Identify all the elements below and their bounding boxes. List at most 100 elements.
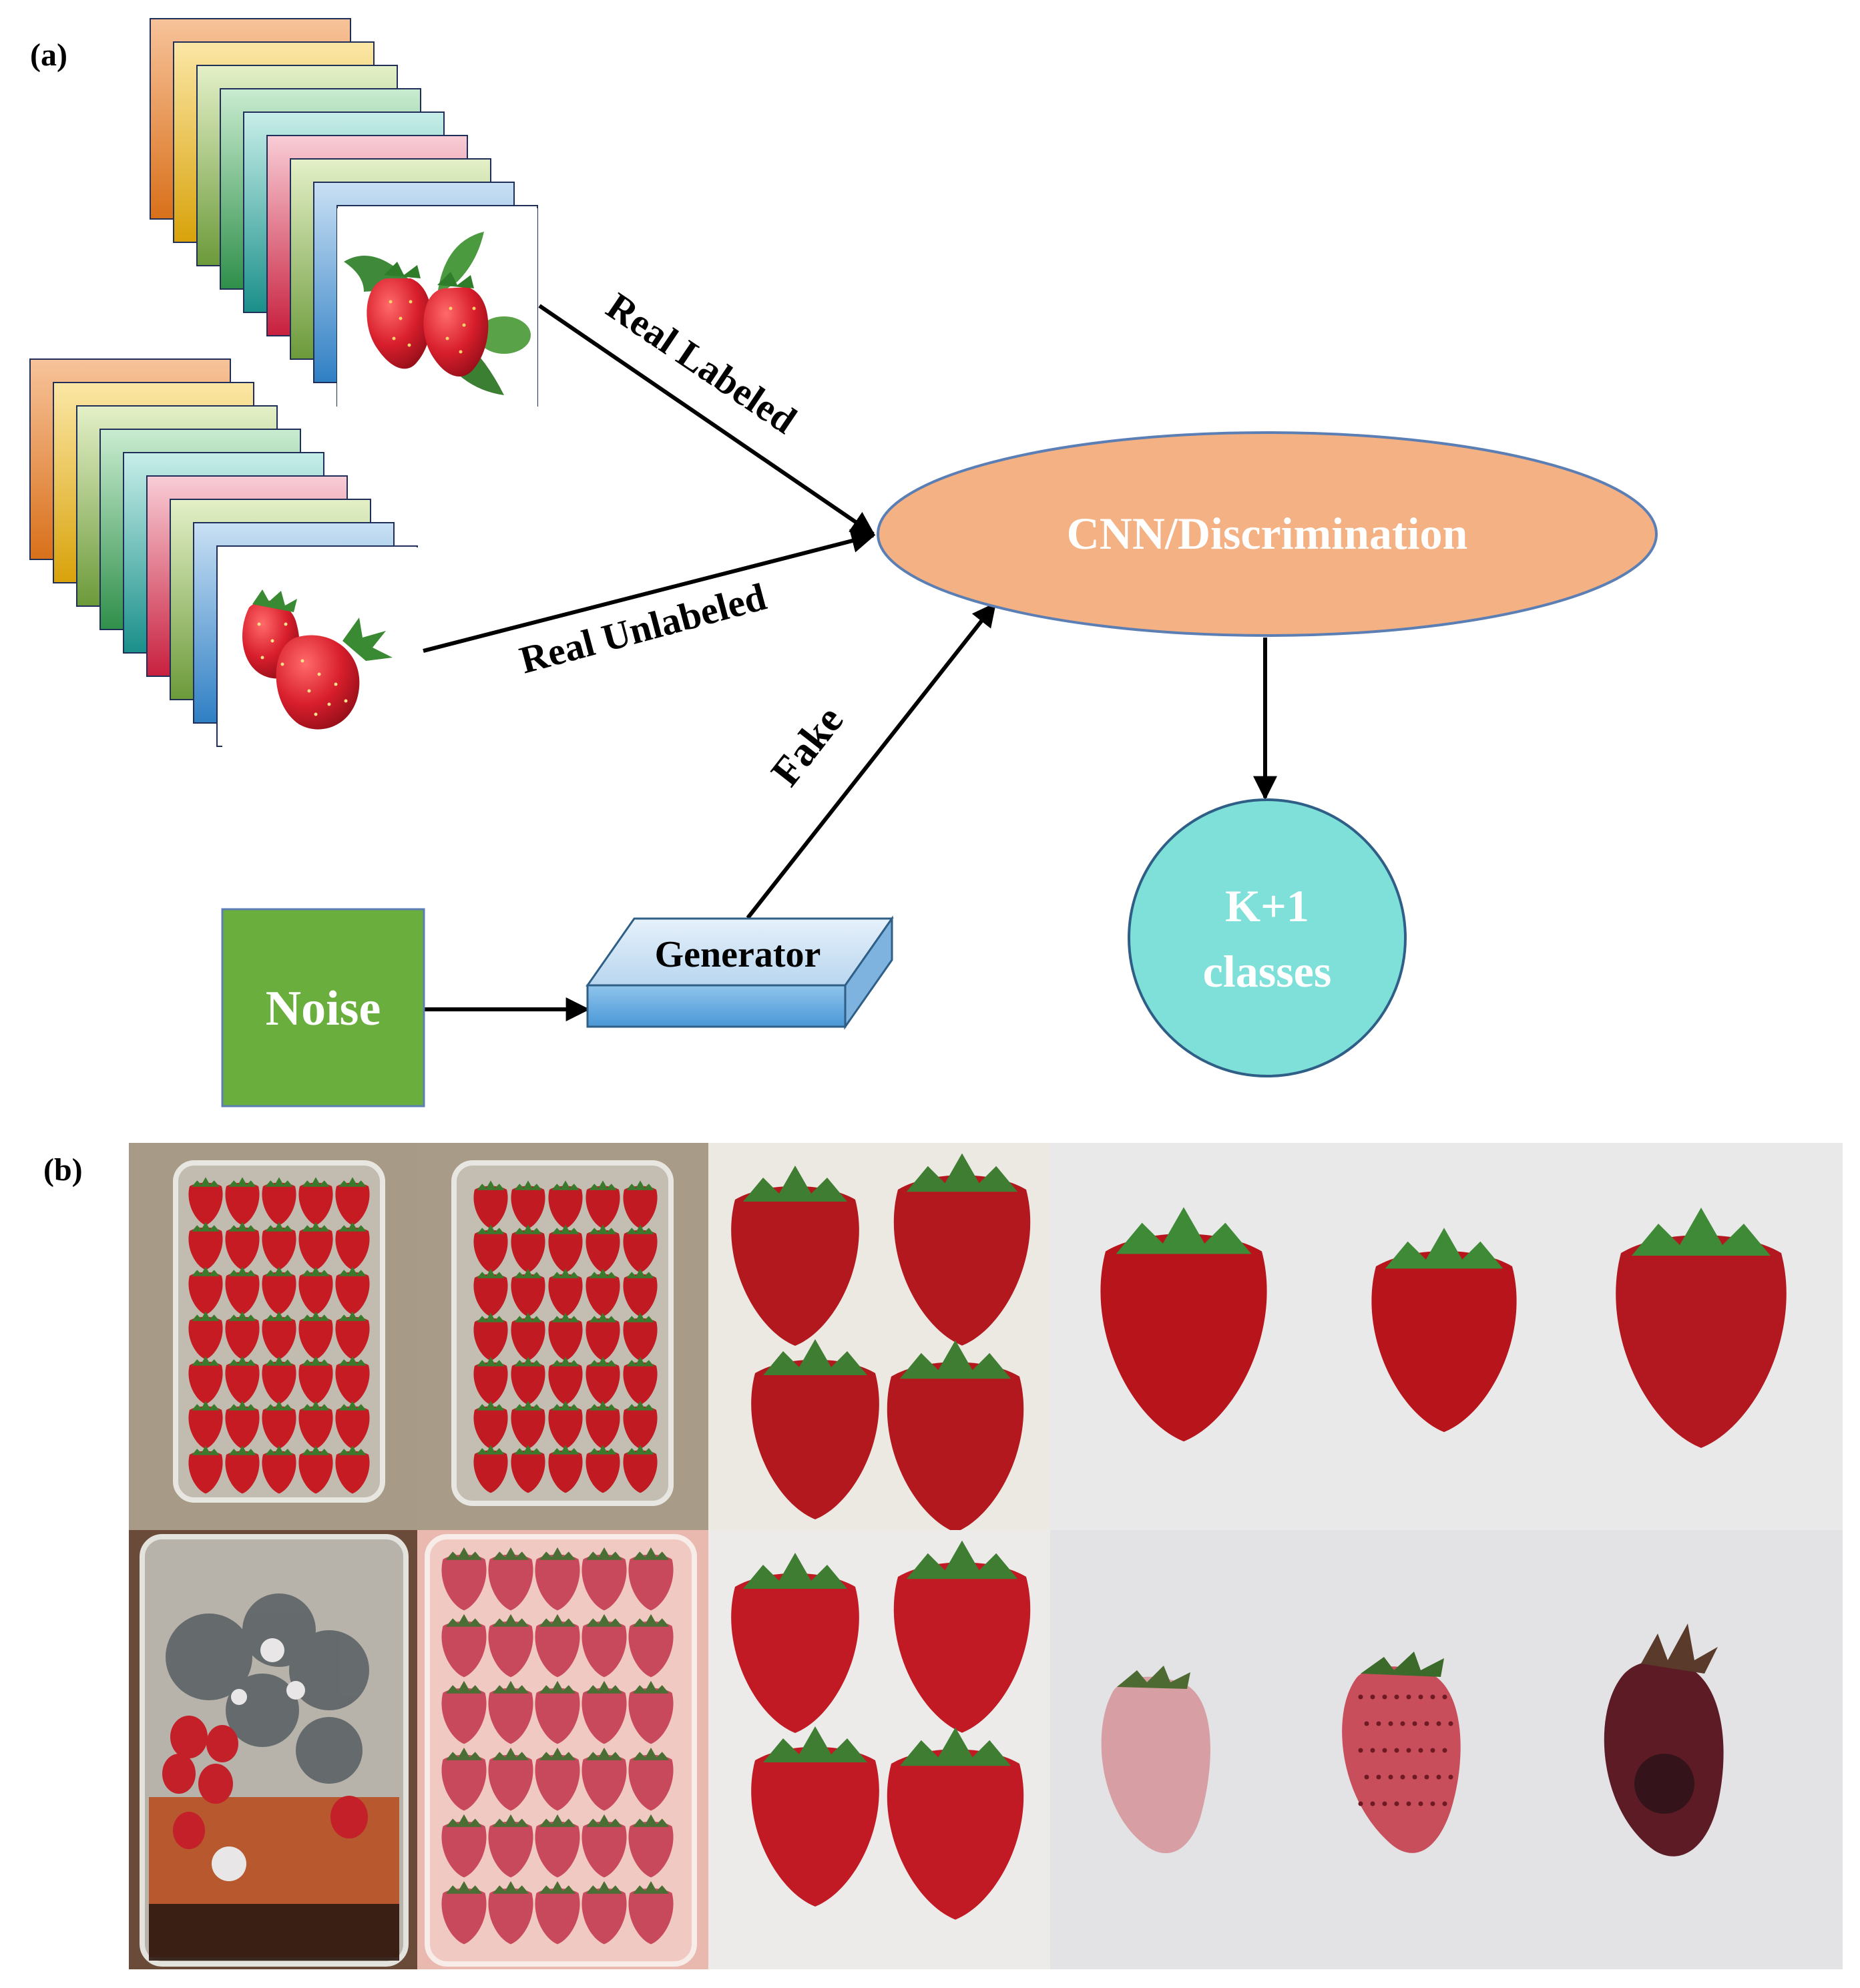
k-plus-one-label: K+1 [1225, 881, 1309, 931]
strawberry [188, 1222, 223, 1270]
strawberry [441, 1881, 487, 1945]
fresh-four-closeup-photo [708, 1143, 1050, 1530]
fresh-three-white-background-photo [1050, 1143, 1843, 1530]
strawberry [225, 1222, 260, 1270]
strawberry [188, 1266, 223, 1315]
strawberry [511, 1268, 545, 1317]
strawberry [535, 1881, 580, 1945]
strawberry [188, 1445, 223, 1494]
strawberry [262, 1222, 296, 1270]
noise-label: Noise [266, 981, 381, 1036]
strawberry [441, 1547, 487, 1611]
generator-label: Generator [655, 934, 821, 975]
strawberry [225, 1401, 260, 1449]
strawberry [623, 1268, 658, 1317]
strawberry [488, 1547, 533, 1611]
strawberry [473, 1445, 508, 1493]
strawberry [893, 1540, 1031, 1733]
strawberry [586, 1312, 620, 1361]
classes-label: classes [1203, 946, 1332, 997]
moldy-tray-photo [129, 1530, 417, 1969]
strawberry [731, 1553, 859, 1733]
strawberry [582, 1814, 627, 1878]
strawberry [535, 1814, 580, 1878]
strawberry [262, 1445, 296, 1494]
strawberry [548, 1401, 583, 1449]
generator-node [586, 915, 894, 1030]
strawberry [488, 1881, 533, 1945]
strawberry [586, 1401, 620, 1449]
strawberry [473, 1268, 508, 1317]
strawberry [1371, 1228, 1517, 1433]
aged-four-closeup-photo [708, 1530, 1050, 1969]
strawberry [225, 1356, 260, 1405]
strawberry [188, 1356, 223, 1405]
strawberry [751, 1726, 879, 1907]
strawberry [623, 1180, 658, 1229]
strawberry [893, 1153, 1031, 1346]
strawberry [473, 1224, 508, 1273]
strawberry [751, 1339, 879, 1519]
strawberry [225, 1445, 260, 1494]
strawberry [298, 1356, 333, 1405]
strawberry [628, 1814, 674, 1878]
strawberry [548, 1224, 583, 1273]
strawberry [335, 1222, 370, 1270]
strawberry [511, 1224, 545, 1273]
strawberry [586, 1180, 620, 1229]
strawberry [488, 1814, 533, 1878]
spoiled-three-white-background-photo [1050, 1530, 1843, 1969]
strawberry [628, 1613, 674, 1678]
strawberry [225, 1177, 260, 1226]
strawberry [535, 1613, 580, 1678]
strawberry [441, 1747, 487, 1811]
dull-red-strawberry [1342, 1652, 1461, 1853]
strawberry [628, 1680, 674, 1744]
cnn-discrimination-node [877, 431, 1658, 637]
strawberry [628, 1881, 674, 1945]
strawberry [548, 1268, 583, 1317]
strawberry [441, 1613, 487, 1678]
cnn-discrimination-label: CNN/Discrimination [1067, 508, 1468, 559]
strawberry [511, 1180, 545, 1229]
strawberry [335, 1177, 370, 1226]
strawberry [441, 1680, 487, 1744]
real-labeled-arrow [538, 304, 875, 536]
strawberry [473, 1180, 508, 1229]
strawberry [335, 1356, 370, 1405]
fake-label: Fake [762, 698, 852, 794]
real-unlabeled-label: Real Unlabeled [515, 575, 771, 682]
fresh-tray-1-photo [129, 1143, 417, 1530]
strawberry [262, 1356, 296, 1405]
strawberry [582, 1613, 627, 1678]
strawberry [473, 1356, 508, 1405]
panel-label-b: (b) [43, 1152, 83, 1188]
strawberry [488, 1747, 533, 1811]
unlabeled-strawberry-thumbnail [222, 547, 421, 748]
strawberry [628, 1747, 674, 1811]
fake-arrow [746, 602, 997, 919]
strawberry [548, 1180, 583, 1229]
strawberry [511, 1401, 545, 1449]
strawberry [441, 1814, 487, 1878]
strawberry [335, 1401, 370, 1449]
strawberry [335, 1445, 370, 1494]
whitened-strawberry [1101, 1666, 1210, 1854]
strawberry [298, 1401, 333, 1449]
strawberry [1100, 1207, 1267, 1442]
strawberry [731, 1166, 859, 1346]
labeled-strawberry-thumbnail [337, 208, 537, 409]
strawberry [262, 1401, 296, 1449]
strawberry [586, 1445, 620, 1493]
strawberry [298, 1445, 333, 1494]
strawberry [473, 1401, 508, 1449]
strawberry [548, 1312, 583, 1361]
strawberry [188, 1311, 223, 1360]
strawberry [225, 1311, 260, 1360]
strawberry [586, 1224, 620, 1273]
strawberry [298, 1222, 333, 1270]
strawberry [586, 1356, 620, 1405]
strawberry [473, 1312, 508, 1361]
strawberry [335, 1266, 370, 1315]
strawberry [511, 1356, 545, 1405]
